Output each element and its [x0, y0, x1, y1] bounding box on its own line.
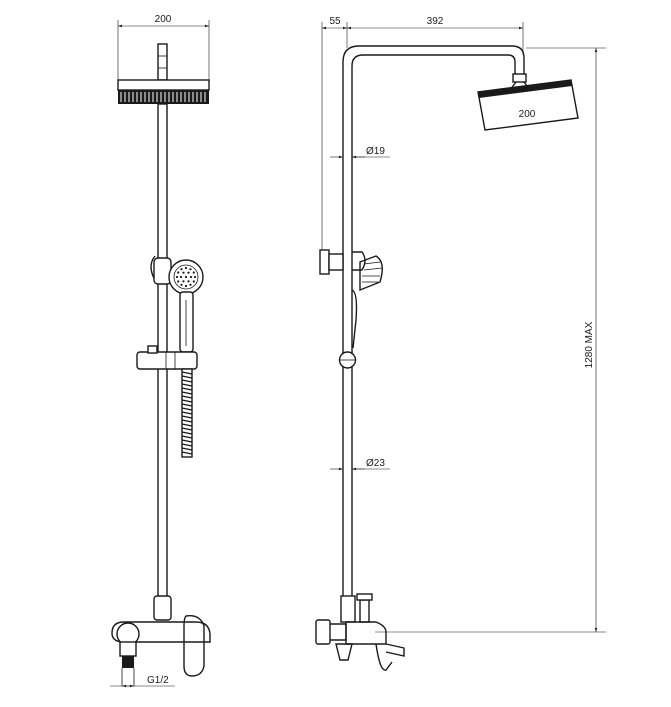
front-head-connector	[157, 43, 168, 81]
front-upper-bracket	[150, 255, 172, 285]
front-head-width-dimension: 200	[117, 14, 210, 80]
front-mixer	[111, 595, 211, 686]
max-height-label: 1280 MAX	[584, 321, 595, 368]
inlet-thread-label: G1/2	[147, 675, 169, 686]
side-mixer	[315, 593, 405, 671]
side-offset-label: 55	[329, 16, 341, 27]
upper-diameter-dimension: Ø19	[330, 146, 390, 159]
arm-reach-label: 392	[427, 16, 444, 27]
front-head-width-label: 200	[155, 14, 172, 25]
lower-diameter-label: Ø23	[366, 458, 385, 469]
side-slide-holder	[338, 351, 357, 369]
side-top-dimensions: 55 392	[321, 16, 524, 255]
side-bracket-and-hand-shower	[319, 249, 383, 349]
front-slide-holder	[136, 345, 198, 370]
upper-diameter-label: Ø19	[366, 146, 385, 157]
front-view: 200	[110, 14, 211, 688]
inlet-thread-dimension: G1/2	[110, 675, 175, 688]
front-shower-head	[117, 79, 210, 104]
hand-shower-nozzle-pattern	[175, 266, 197, 288]
max-height-dimension: 1280 MAX	[375, 47, 606, 633]
side-view: 55 392 200 Ø19	[315, 16, 606, 671]
side-riser-and-arm	[342, 45, 532, 604]
front-shower-hose	[181, 368, 193, 458]
side-shower-head: 200	[477, 79, 579, 131]
lower-diameter-dimension: Ø23	[330, 458, 390, 471]
side-head-width-label: 200	[519, 109, 536, 120]
front-hand-shower	[168, 259, 204, 353]
